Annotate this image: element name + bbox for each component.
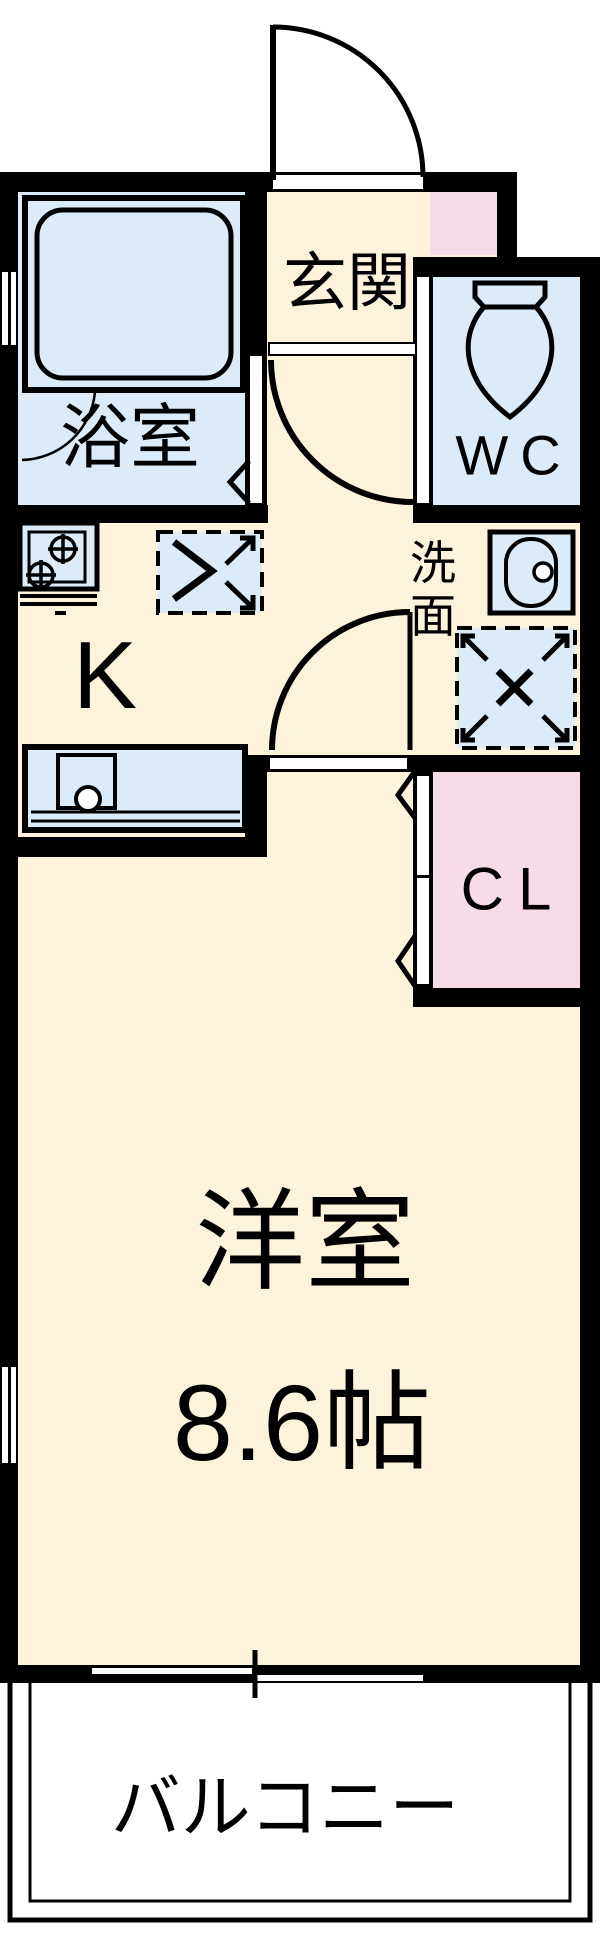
wc-door	[417, 277, 429, 503]
closet-folding-door	[417, 776, 429, 984]
wall-left	[0, 172, 18, 1683]
entrance-door-arc-icon	[270, 24, 426, 180]
label-genkan: 玄関	[283, 247, 411, 319]
wall-top-right	[497, 172, 517, 257]
label-closet: CL	[460, 855, 566, 923]
wall-top	[0, 172, 517, 192]
sliding-window-icon-left	[92, 1668, 252, 1674]
wall-wc-top	[413, 257, 600, 277]
entrance-opening	[273, 175, 423, 189]
label-balcony: バルコニー	[110, 1768, 460, 1847]
wall-bathroom-bottom	[0, 505, 268, 523]
wall-right	[580, 257, 600, 1683]
label-kitchen: K	[72, 622, 138, 729]
wall-closet-bottom	[413, 988, 600, 1007]
room-closet	[433, 772, 580, 988]
wall-kitchen-bottom	[0, 837, 267, 857]
bathroom-folding-door	[250, 356, 262, 503]
label-wc: WC	[455, 423, 573, 487]
outside-top-right	[517, 0, 600, 257]
sliding-window-icon-right	[256, 1675, 423, 1681]
entrance-storage-area	[430, 192, 497, 255]
label-western-room-size: 8.6帖	[172, 1362, 432, 1483]
wall-wc-bottom	[413, 505, 600, 523]
bathroom-window-mullion	[7, 272, 11, 345]
label-washroom: 洗面	[410, 537, 456, 642]
room-window-mullion	[7, 1367, 11, 1463]
entrance-step	[268, 342, 417, 356]
wall-kitchen-corner	[245, 755, 267, 857]
closet-door-divider	[415, 875, 431, 878]
label-western-room: 洋室	[195, 1181, 415, 1304]
label-bathroom: 浴室	[60, 398, 200, 477]
washroom-door-opening	[270, 758, 407, 769]
